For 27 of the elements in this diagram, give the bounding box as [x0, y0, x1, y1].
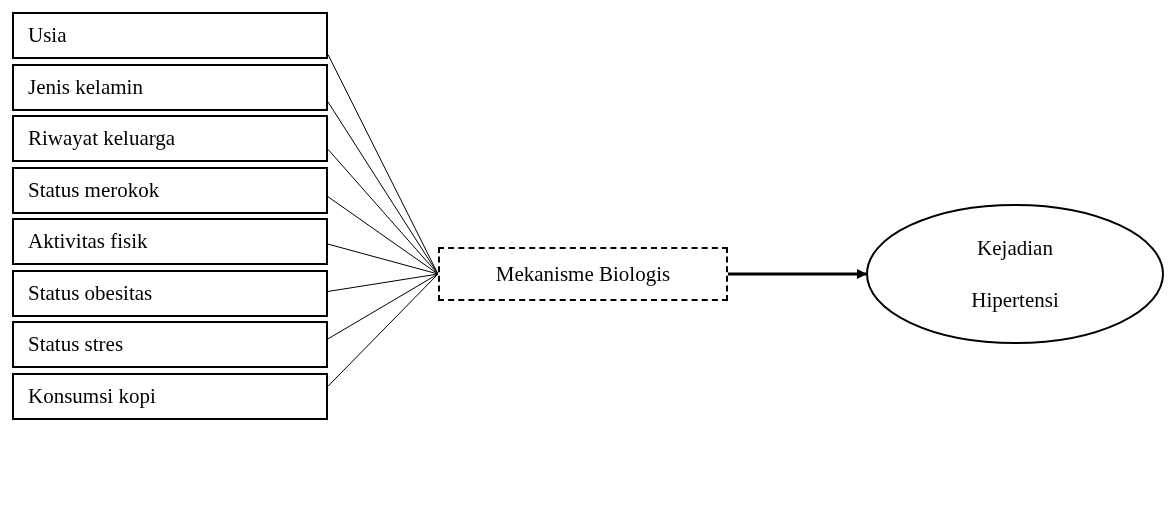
- factor-box: [12, 321, 328, 368]
- factor-box: [12, 269, 328, 317]
- node-label: Status merokok: [28, 177, 160, 203]
- node-label: Jenis kelamin: [28, 74, 143, 100]
- node-label: Mekanisme Biologis: [495, 261, 671, 287]
- node-label: Kejadian Hipertensi: [970, 235, 1060, 314]
- connector-line: [327, 148, 439, 275]
- connector-line: [327, 243, 439, 275]
- connector-line: [327, 273, 439, 340]
- node-label: Usia: [28, 23, 67, 48]
- node-label: Riwayat keluarga: [28, 126, 176, 151]
- factor-box: [12, 166, 328, 214]
- node-label: Status obesitas: [28, 280, 153, 306]
- connector-line: [327, 273, 439, 387]
- node-label: Status stres: [28, 332, 124, 357]
- factor-box: [12, 372, 328, 420]
- connector-line: [327, 273, 439, 292]
- mechanism-box: [438, 247, 728, 301]
- node-label: Konsumsi kopi: [28, 383, 156, 409]
- arrow: [728, 269, 867, 279]
- factor-box: [12, 115, 328, 162]
- factor-box: [12, 218, 328, 265]
- factor-box: [12, 12, 328, 59]
- factor-box: [12, 63, 328, 111]
- connector-line: [327, 196, 439, 275]
- node-label: Aktivitas fisik: [28, 229, 148, 254]
- outcome-ellipse: [866, 204, 1164, 344]
